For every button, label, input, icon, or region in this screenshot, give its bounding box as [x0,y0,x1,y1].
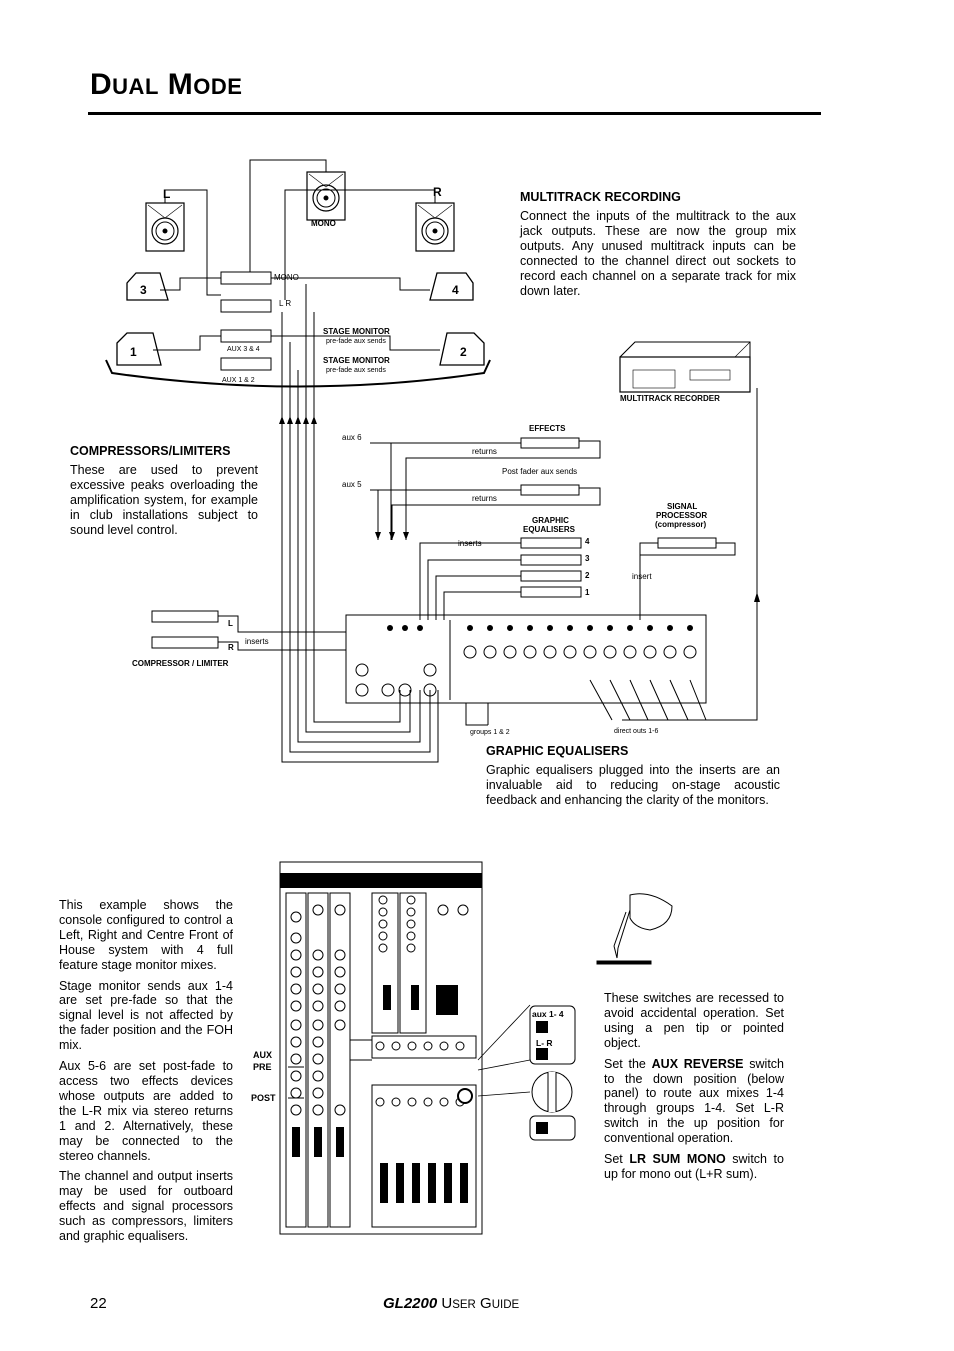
label-effects: EFFECTS [529,424,566,433]
compressors-heading: COMPRESSORS/LIMITERS [70,444,231,458]
example-text: This example shows the console configure… [59,898,233,1250]
label-direct-outs: direct outs 1-6 [614,728,658,735]
speaker-right [415,202,455,252]
label-aux6: aux 6 [342,433,362,442]
label-comp-l: L [228,619,233,628]
compressors-body: These are used to prevent excessive peak… [70,463,258,537]
label-wedge-2: 2 [460,345,467,359]
console-panel: AUX PRE POST [251,861,483,1235]
label-aux-pre-2: PRE [253,1062,272,1072]
label-speaker-r: R [433,185,442,199]
title-rule [88,112,821,115]
switch-callouts: aux 1- 4 L- R [477,1004,576,1141]
speaker-mono [306,171,346,221]
label-post-fader: Post fader aux sends [502,467,577,476]
label-eq-2: 2 [585,571,590,580]
switch-paragraph-3: Set LR SUM MONO switch to up for mono ou… [604,1152,784,1181]
label-eq-3: 3 [585,554,590,563]
mixer-top-view [345,614,707,704]
label-amp-lr: L R [279,299,291,308]
speaker-left [145,202,185,252]
label-stage-monitor-2: STAGE MONITOR [323,356,390,365]
label-wedge-1: 1 [130,345,137,359]
example-paragraph-1: This example shows the console configure… [59,898,233,972]
label-groups: groups 1 & 2 [470,729,510,736]
multitrack-body: Connect the inputs of the multitrack to … [520,209,796,298]
label-returns-1: returns [472,447,497,456]
label-post: POST [251,1093,276,1103]
label-returns-2: returns [472,494,497,503]
switch-text: These switches are recessed to avoid acc… [604,991,784,1188]
label-graphic-eq-2: EQUALISERS [523,525,576,534]
switch-paragraph-2: Set the AUX REVERSE switch to the down p… [604,1056,785,1146]
pen-icon [596,893,673,965]
label-aux5: aux 5 [342,480,362,489]
label-stage-monitor-1-sub: pre-fade aux sends [326,338,386,345]
label-speaker-mono: MONO [311,219,336,228]
label-comp-r: R [228,643,234,652]
graphic-eq-heading: GRAPHIC EQUALISERS [486,744,629,758]
label-multitrack-recorder: MULTITRACK RECORDER [620,394,720,403]
footer-title: GL2200 USER GUIDE [383,1295,520,1312]
page-number: 22 [90,1295,107,1312]
label-signal-processor-1: SIGNAL [667,502,697,511]
wedge-2 [439,332,485,366]
multitrack-recorder [619,341,751,393]
label-eq-1: 1 [585,588,590,597]
switch-paragraph-1: These switches are recessed to avoid acc… [604,991,784,1050]
label-amp-mono: MONO [274,273,299,282]
label-compressor-limiter: COMPRESSOR / LIMITER [132,659,229,668]
label-insert-right: insert [632,572,652,581]
wedge-4 [429,272,474,301]
wedge-3 [126,272,169,301]
label-inserts-top: inserts [458,539,482,548]
label-stage-monitor-1: STAGE MONITOR [323,327,390,336]
label-wedge-3: 3 [140,283,147,297]
label-aux-pre-1: AUX [253,1050,272,1060]
label-graphic-eq-1: GRAPHIC [532,516,569,525]
multitrack-heading: MULTITRACK RECORDING [520,190,681,204]
example-paragraph-2: Stage monitor sends aux 1-4 are set pre-… [59,978,233,1053]
label-speaker-l: L [163,187,170,201]
page-title: DUAL MODE [90,68,243,101]
label-amp-aux12: AUX 1 & 2 [222,377,255,384]
label-eq-4: 4 [585,537,590,546]
graphic-eq-body: Graphic equalisers plugged into the inse… [486,763,780,807]
label-signal-processor-3: (compressor) [655,520,706,529]
example-paragraph-4: The channel and output inserts may be us… [59,1169,233,1244]
label-stage-monitor-2-sub: pre-fade aux sends [326,367,386,374]
label-signal-processor-2: PROCESSOR [656,511,707,520]
label-wedge-4: 4 [452,283,459,297]
label-amp-aux34: AUX 3 & 4 [227,346,260,353]
wedge-1 [116,332,162,366]
label-inserts-left: inserts [245,637,269,646]
label-sw-aux: aux 1- 4 [532,1009,564,1019]
label-sw-lr: L- R [536,1038,553,1048]
example-paragraph-3: Aux 5-6 are set post-fade to access two … [59,1059,233,1163]
